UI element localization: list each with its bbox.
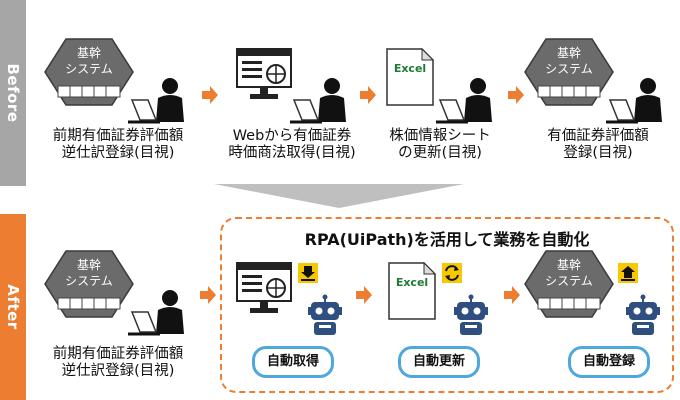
after-caption-1: 前期有価証券評価額 逆仕訳登録(目視)	[48, 346, 188, 380]
after-band: After	[0, 214, 26, 400]
person-at-laptop-icon	[436, 78, 492, 124]
robot-icon	[308, 294, 342, 335]
flow-arrow	[200, 286, 216, 304]
excel-document-icon	[388, 262, 436, 320]
system-label-1: 基幹	[76, 46, 101, 60]
caption-line: 登録(目視)	[563, 145, 633, 161]
flow-arrow	[360, 86, 376, 104]
before-band: Before	[0, 0, 26, 186]
web-monitor-icon	[236, 48, 292, 99]
person-at-laptop-icon	[606, 78, 662, 124]
system-icon	[524, 38, 614, 106]
person-at-laptop-icon	[128, 78, 184, 124]
caption-line: 前期有価証券評価額	[52, 346, 184, 362]
excel-document-icon	[386, 48, 434, 106]
before-caption-4: 有価証券評価額 登録(目視)	[538, 128, 658, 162]
robot-icon	[626, 294, 660, 335]
caption-line: の更新(目視)	[398, 145, 482, 161]
auto-register-badge: 自動登録	[568, 346, 650, 378]
transition-chevron	[214, 184, 464, 208]
caption-line: 逆仕訳登録(目視)	[61, 363, 175, 379]
caption-line: 株価情報シート	[389, 128, 491, 144]
system-label-2: システム	[65, 274, 113, 288]
caption-line: 前期有価証券評価額	[52, 128, 184, 144]
before-label: Before	[4, 63, 22, 123]
automation-box	[220, 217, 674, 393]
auto-acquire-badge: 自動取得	[252, 346, 334, 378]
system-label-2: システム	[65, 62, 113, 76]
caption-line: 有価証券評価額	[547, 128, 649, 144]
flow-arrow	[202, 86, 218, 104]
caption-line: 時価商法取得(目視)	[228, 145, 356, 161]
person-at-laptop-icon	[128, 290, 184, 336]
system-label-1: 基幹	[76, 258, 101, 272]
person-at-laptop-icon	[290, 78, 346, 124]
system-icon	[44, 38, 134, 106]
caption-line: Webから有価証券	[232, 128, 352, 144]
excel-label: Excel	[395, 276, 429, 289]
robot-icon	[454, 294, 488, 335]
upload-icon	[618, 263, 638, 283]
after-label: After	[4, 284, 22, 330]
excel-label: Excel	[393, 62, 427, 75]
flow-arrow	[504, 286, 520, 304]
system-label-2: システム	[545, 62, 593, 76]
before-caption-3: 株価情報シート の更新(目視)	[380, 128, 500, 162]
flow-arrow	[356, 286, 372, 304]
caption-line: 逆仕訳登録(目視)	[61, 145, 175, 161]
automation-title: RPA(UiPath)を活用して業務を自動化	[304, 230, 590, 249]
system-label-2: システム	[545, 274, 593, 288]
system-label-1: 基幹	[556, 46, 581, 60]
before-caption-1: 前期有価証券評価額 逆仕訳登録(目視)	[48, 128, 188, 162]
system-icon	[44, 250, 134, 318]
web-monitor-icon	[236, 262, 292, 313]
auto-update-badge: 自動更新	[398, 346, 480, 378]
flow-arrow	[508, 86, 524, 104]
system-label-1: 基幹	[556, 258, 581, 272]
download-icon	[298, 263, 318, 283]
before-caption-2: Webから有価証券 時価商法取得(目視)	[222, 128, 362, 162]
system-icon	[524, 250, 614, 318]
refresh-icon	[442, 263, 462, 283]
